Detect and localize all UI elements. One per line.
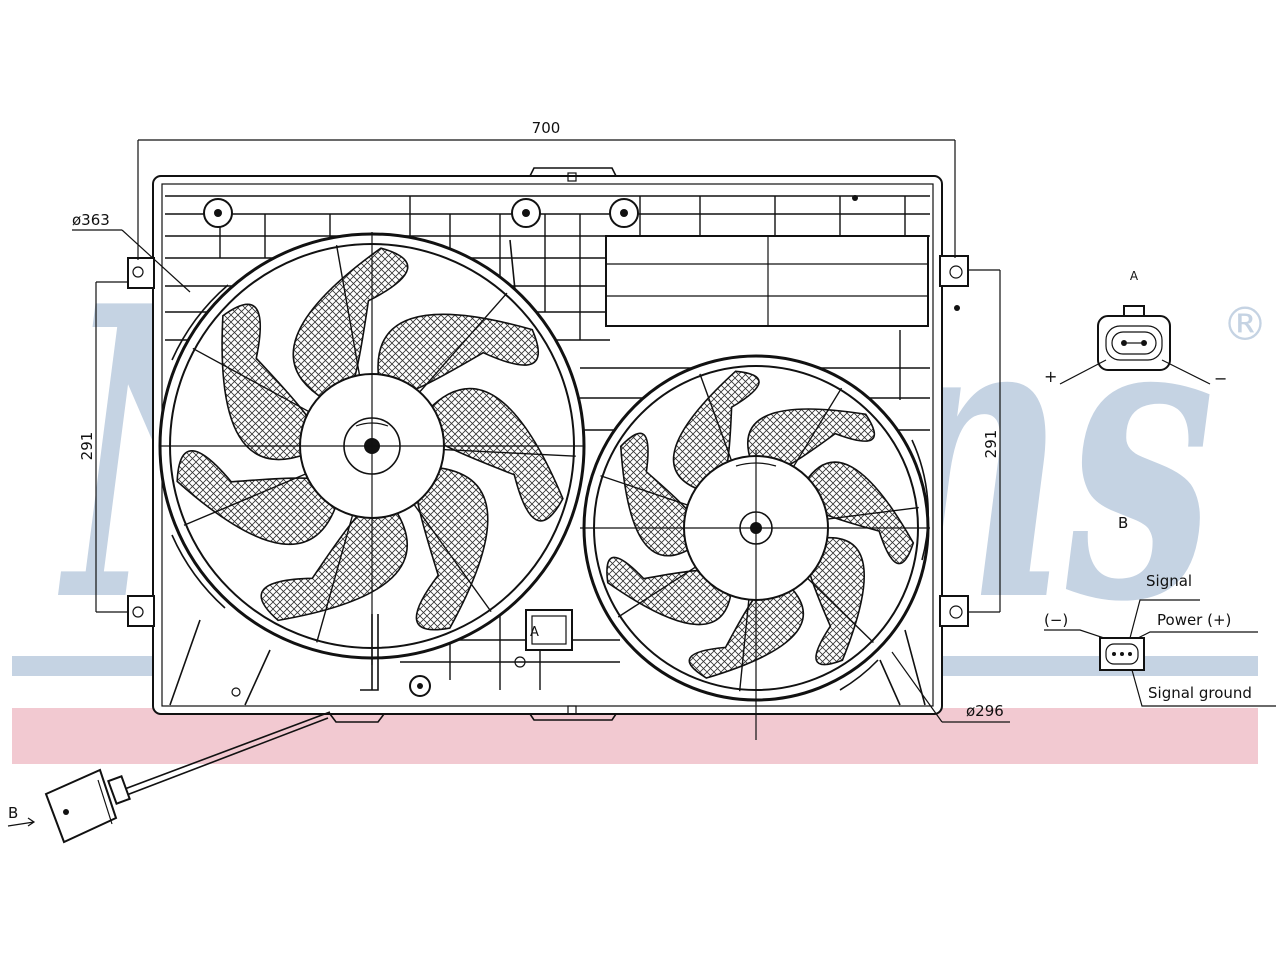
motor-housing-block <box>605 235 929 327</box>
dimension-small-fan-diameter: ø296 <box>891 651 1010 723</box>
small-fan-blade <box>803 461 915 565</box>
small-fan-spoke <box>802 573 874 644</box>
large-fan-spokes <box>183 244 576 643</box>
large-fan-blade <box>260 507 409 622</box>
small-fan-diameter-label: ø296 <box>966 702 1004 720</box>
connector-a-detail: A + − <box>1044 269 1227 388</box>
connector-b-power: Power (+) <box>1157 611 1231 629</box>
large-fan-blade <box>176 450 339 546</box>
dimension-height-right: 291 <box>968 269 1001 613</box>
dimension-height-right-label: 291 <box>982 430 1000 459</box>
top-tab <box>529 167 617 182</box>
small-fan-spokes <box>600 373 919 692</box>
connector-a-plus: + <box>1044 367 1057 386</box>
connector-b-signal: Signal <box>1146 572 1192 590</box>
connector-b-detail: B Signal Power (+) (−) Signal ground <box>1044 514 1276 707</box>
dimension-width: 700 <box>137 119 956 260</box>
dimension-width-label: 700 <box>532 119 561 137</box>
large-fan-blade <box>426 387 564 522</box>
large-fan-blades <box>176 247 564 631</box>
large-fan-blade <box>377 313 540 393</box>
connector-b-signal-ground: Signal ground <box>1148 684 1252 702</box>
plug-connector <box>44 768 131 844</box>
connector-a-minus: − <box>1214 369 1227 388</box>
dimension-height-left: 291 <box>78 281 128 613</box>
large-fan-spoke <box>316 509 355 643</box>
fan-connector-socket <box>525 609 573 651</box>
large-fan-spoke <box>183 470 312 526</box>
small-fan-blade <box>808 536 865 666</box>
mounting-hole <box>203 195 858 697</box>
large-fan-spoke <box>192 347 315 416</box>
large-fan-spoke <box>437 448 576 457</box>
wire-exit-tab <box>329 713 385 723</box>
small-fan-blade <box>672 370 760 492</box>
large-fan-spoke <box>409 499 492 613</box>
bottom-tab <box>529 705 617 721</box>
watermark-registered-mark: ® <box>1222 297 1268 351</box>
connector-a-label: A <box>1130 269 1139 283</box>
large-fan-blade <box>221 303 312 461</box>
small-fan-spoke <box>600 475 694 508</box>
large-fan-blade <box>415 466 489 631</box>
connector-b-label: B <box>1118 514 1128 532</box>
small-fan-spoke <box>821 506 919 521</box>
dimension-big-fan-diameter: ø363 <box>72 211 191 293</box>
large-fan-spoke <box>335 244 362 382</box>
small-fan <box>580 354 930 740</box>
small-fan-spoke <box>789 387 843 473</box>
big-fan-diameter-label: ø363 <box>72 211 110 229</box>
plug-ref-arrow <box>7 817 36 827</box>
watermark-pink-band <box>12 708 1258 764</box>
mounting-bracket <box>127 255 969 627</box>
motor-wire <box>121 614 379 797</box>
large-fan-spoke <box>415 292 508 397</box>
fan-ref-a: A <box>530 625 539 640</box>
plug-ref-b: B <box>8 804 18 822</box>
small-fan-spoke <box>699 373 735 467</box>
small-fan-spoke <box>738 593 751 692</box>
dimension-height-left-label: 291 <box>78 432 96 461</box>
connector-b-minus: (−) <box>1044 611 1068 629</box>
small-fan-spoke <box>617 563 701 618</box>
